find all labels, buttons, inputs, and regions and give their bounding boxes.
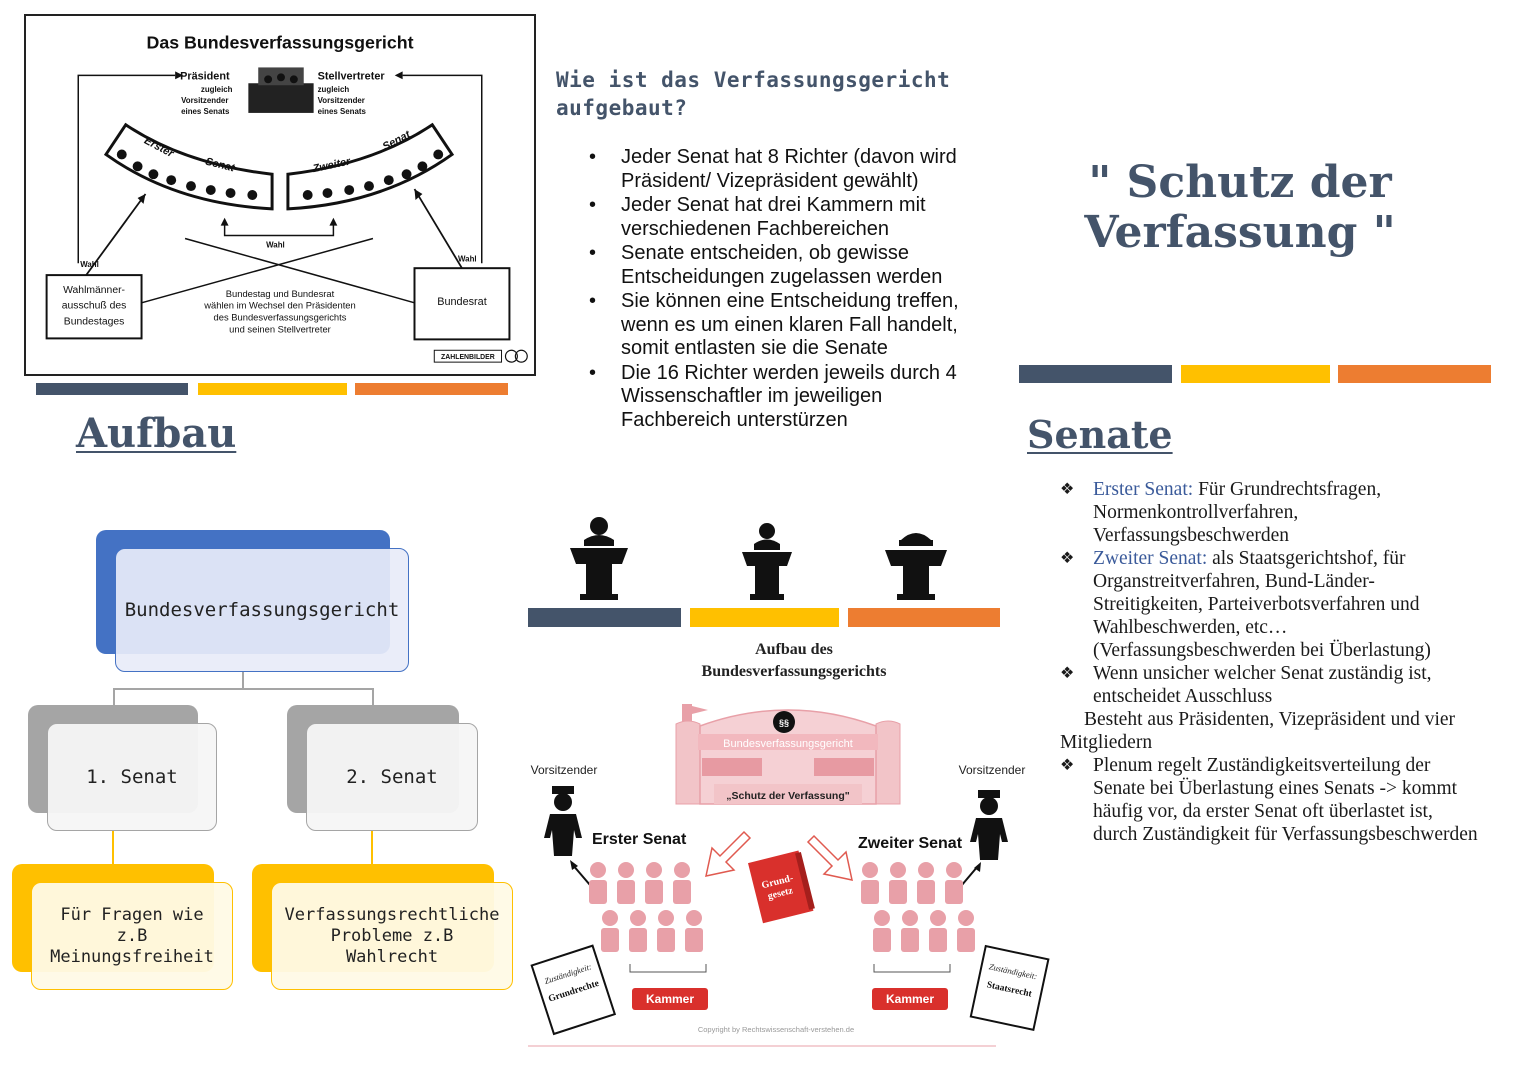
- judge-icon: [544, 786, 582, 856]
- president-note-3: eines Senats: [181, 107, 230, 116]
- color-bar-navy: [1019, 365, 1172, 383]
- question-heading: Wie ist das Verfassungsgericht aufgebaut…: [556, 68, 951, 120]
- leaf1-node: Für Fragen wie z.B Meinungsfreiheit: [31, 882, 233, 990]
- court-building-icon: Bundesverfassungsgericht „Schutz der Ver…: [675, 704, 901, 805]
- podium-icon: [885, 533, 947, 600]
- judge-icon: [970, 790, 1008, 860]
- illustration-title-1: Aufbau des: [755, 641, 833, 658]
- first-senate-text: Für Grundrechtsfragen, Normenkontrollver…: [1093, 479, 1382, 546]
- color-bar-navy: [36, 383, 188, 395]
- kammer-right-badge: [872, 988, 948, 1010]
- document-left-icon: Zuständigkeit: Grundrechte: [530, 944, 617, 1036]
- wahl-center: Wahl: [266, 240, 285, 249]
- wahl-left: Wahl: [80, 260, 99, 269]
- center-text-2: wählen im Wechsel den Präsidenten: [203, 300, 355, 311]
- court-illustration: Aufbau des Bundesverfassungsgerichts Bun…: [526, 634, 1054, 1048]
- left-box-line-2: ausschuß des: [62, 301, 127, 312]
- diagram-title: Das Bundesverfassungsgericht: [146, 33, 413, 53]
- color-bar-navy: [528, 608, 681, 627]
- center-text-3: des Bundesverfassungsgerichts: [214, 312, 347, 323]
- vice-note-1: zugleich: [318, 85, 350, 94]
- left-box-line-1: Wahlmänner-: [63, 285, 125, 296]
- source-logo-icon: [504, 349, 518, 363]
- grundgesetz-book-icon: Grund- gesetz: [747, 850, 815, 924]
- schutz-title: " Schutz der Verfassung ": [1084, 157, 1396, 258]
- senate1-node: 1. Senat: [47, 723, 217, 831]
- color-bar-gold: [690, 608, 839, 627]
- building-label: Bundesverfassungsgericht: [723, 738, 853, 750]
- motto-label: „Schutz der Verfassung": [726, 790, 849, 802]
- senate-item-fourth: Plenum regelt Zuständigkeitsverteilung d…: [1060, 754, 1480, 846]
- senate-item-first: Erster Senat: Für Grundrechtsfragen, Nor…: [1060, 478, 1480, 547]
- connector: [112, 831, 114, 864]
- court-illustration-svg: Aufbau des Bundesverfassungsgerichts Bun…: [528, 641, 1050, 1047]
- arrow-down-right-icon: [806, 834, 853, 881]
- podium-icon: [570, 517, 628, 600]
- color-bar-orange: [1338, 365, 1491, 383]
- vice-label: Stellvertreter: [318, 70, 386, 82]
- bullet-item: Die 16 Richter werden jeweils durch 4 Wi…: [589, 362, 981, 433]
- right-box-label: Bundesrat: [437, 296, 487, 308]
- leaf2-node: Verfassungsrechtliche Probleme z.B Wahlr…: [271, 882, 513, 990]
- president-note-2: Vorsitzender: [181, 96, 228, 105]
- bullet-item: Jeder Senat hat 8 Richter (davon wird Pr…: [589, 146, 981, 193]
- illustration-title-2: Bundesverfassungsgerichts: [702, 663, 887, 680]
- center-text-1: Bundestag und Bundesrat: [226, 288, 335, 299]
- senate-item-third: Wenn unsicher welcher Senat zuständig is…: [1060, 662, 1480, 708]
- senate-list: Erster Senat: Für Grundrechtsfragen, Nor…: [1060, 478, 1480, 846]
- senate2-node: 2. Senat: [306, 723, 478, 831]
- color-bar-gold: [198, 383, 347, 395]
- heading-senate: Senate: [1027, 412, 1173, 457]
- center-text-4: und seinen Stellvertreter: [229, 323, 331, 334]
- kammer-left-label: Kammer: [646, 992, 694, 1006]
- court-structure-svg: Das Bundesverfassungsgericht Präsident z…: [45, 33, 528, 363]
- first-senate-label: Erster Senat: [592, 831, 687, 848]
- bullet-list: Jeder Senat hat 8 Richter (davon wird Pr…: [589, 146, 981, 433]
- root-node: Bundesverfassungsgericht: [115, 548, 409, 672]
- bullet-item: Sie können eine Entscheidung treffen, we…: [589, 290, 981, 361]
- copyright-label: Copyright by Rechtswissenschaft-verstehe…: [698, 1025, 854, 1034]
- vice-note-3: eines Senats: [318, 107, 367, 116]
- first-senate-label: Erster Senat:: [1093, 479, 1194, 500]
- second-senate-label: Zweiter Senat:: [1093, 548, 1208, 569]
- chair-right-label: Vorsitzender: [959, 763, 1026, 777]
- chair-left-label: Vorsitzender: [531, 763, 598, 777]
- paragraph-icon: §§: [779, 718, 789, 728]
- kammer-left-badge: [632, 988, 708, 1010]
- senate-item-third-continued: Besteht aus Präsidenten, Vizepräsident u…: [1060, 709, 1456, 753]
- color-bar-orange: [355, 383, 508, 395]
- wahl-right: Wahl: [458, 254, 477, 263]
- color-bar-gold: [1181, 365, 1330, 383]
- connector: [113, 688, 115, 706]
- connector: [242, 672, 244, 689]
- judges-group-right: [861, 862, 975, 952]
- connector: [372, 688, 374, 706]
- court-structure-diagram: Das Bundesverfassungsgericht Präsident z…: [24, 14, 536, 376]
- left-box-line-3: Bundestages: [64, 317, 125, 328]
- connector: [113, 688, 373, 690]
- source-label: ZAHLENBILDER: [441, 354, 495, 361]
- arrow-down-left-icon: [705, 830, 752, 877]
- president-label: Präsident: [180, 70, 230, 82]
- bullet-item: Jeder Senat hat drei Kammern mit verschi…: [589, 194, 981, 241]
- bullet-item: Senate entscheiden, ob gewisse Entscheid…: [589, 242, 981, 289]
- senate-item-second: Zweiter Senat: als Staatsgerichtshof, fü…: [1060, 547, 1480, 662]
- second-senate-label: Zweiter Senat: [858, 835, 963, 852]
- color-bar-orange: [848, 608, 1000, 627]
- judges-group-left: [589, 862, 703, 952]
- document-right-icon: Zuständigkeit: Staatsrecht: [969, 944, 1050, 1032]
- connector: [371, 831, 373, 864]
- heading-aufbau: Aufbau: [76, 410, 237, 457]
- podium-icon: [742, 523, 792, 600]
- president-note-1: zugleich: [201, 85, 233, 94]
- second-senate-text: als Staatsgerichtshof, für Organstreitve…: [1093, 548, 1431, 661]
- vice-note-2: Vorsitzender: [318, 96, 365, 105]
- kammer-right-label: Kammer: [886, 992, 934, 1006]
